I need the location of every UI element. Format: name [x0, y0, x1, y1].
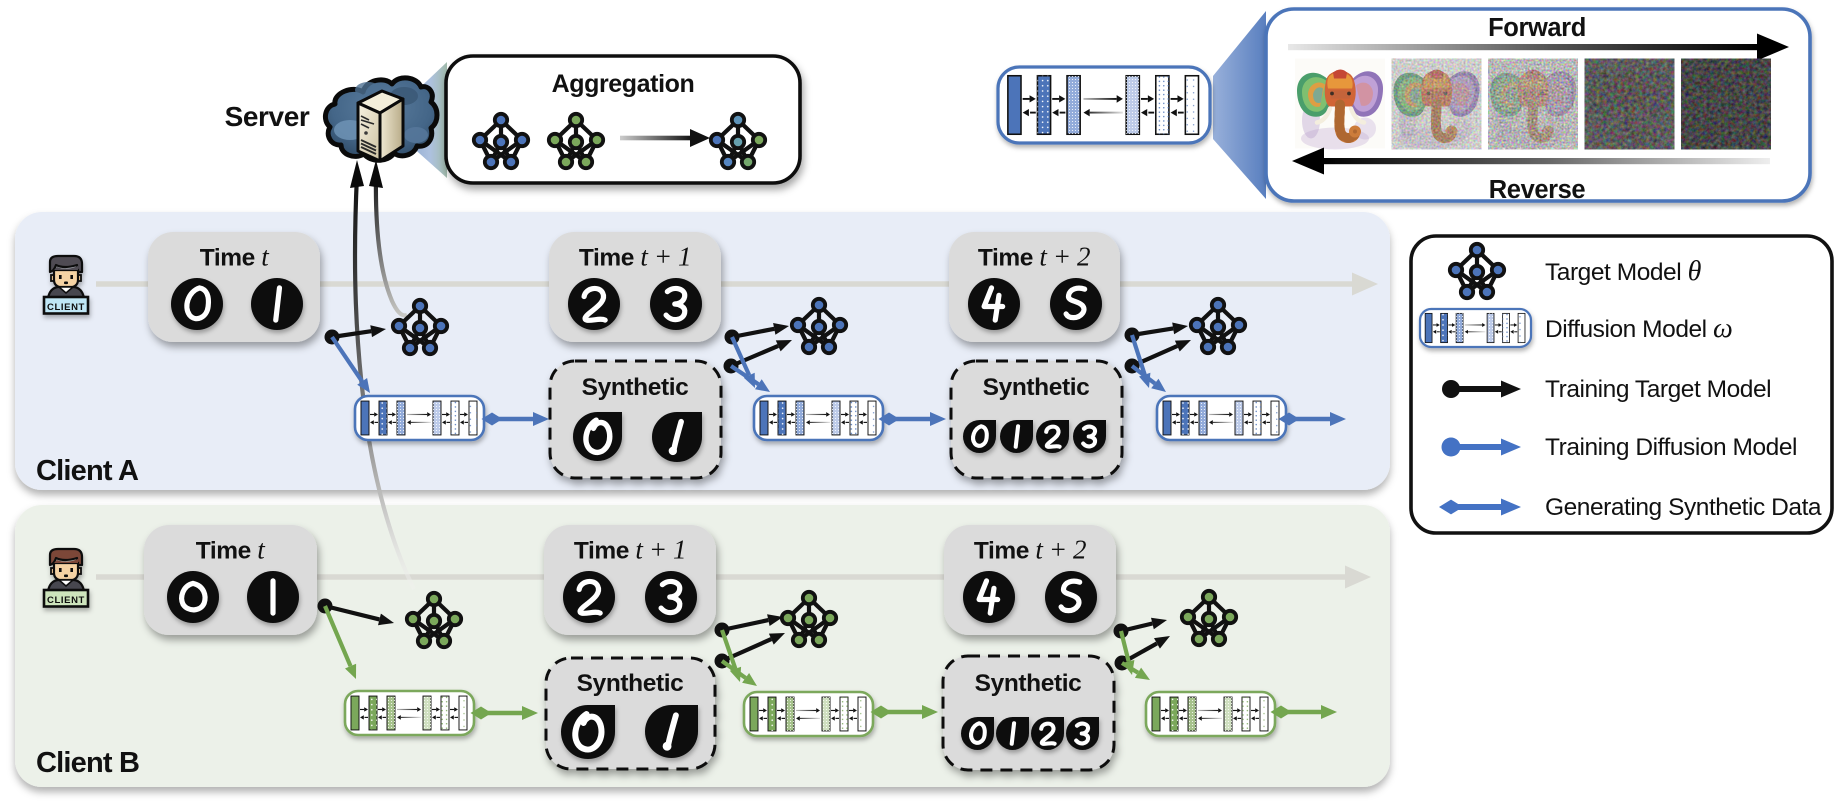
- svg-text:CLIENT: CLIENT: [47, 595, 85, 606]
- svg-text:Synthetic: Synthetic: [582, 374, 689, 401]
- svg-text:Synthetic: Synthetic: [975, 670, 1082, 697]
- svg-text:CLIENT: CLIENT: [47, 302, 85, 313]
- svg-text:Training Diffusion Model: Training Diffusion Model: [1545, 434, 1797, 461]
- svg-text:Client A: Client A: [36, 455, 139, 487]
- svg-text:Diffusion Model ω: Diffusion Model ω: [1545, 313, 1732, 344]
- svg-text:Training Target Model: Training Target Model: [1545, 376, 1771, 403]
- svg-text:Client B: Client B: [36, 747, 139, 779]
- svg-text:Time t + 2: Time t + 2: [974, 535, 1086, 565]
- svg-text:Server: Server: [225, 101, 310, 132]
- svg-text:Time t + 2: Time t + 2: [978, 242, 1090, 272]
- svg-text:Time t: Time t: [196, 535, 266, 565]
- svg-text:Time t: Time t: [200, 242, 270, 272]
- svg-text:Generating Synthetic Data: Generating Synthetic Data: [1545, 494, 1822, 521]
- svg-text:Time t + 1: Time t + 1: [579, 242, 691, 272]
- svg-text:Forward: Forward: [1488, 14, 1586, 42]
- svg-text:Synthetic: Synthetic: [983, 374, 1090, 401]
- svg-text:Reverse: Reverse: [1489, 176, 1586, 204]
- svg-text:Synthetic: Synthetic: [577, 670, 684, 697]
- svg-text:Time t + 1: Time t + 1: [574, 535, 686, 565]
- svg-text:Target Model θ: Target Model θ: [1545, 256, 1702, 287]
- svg-text:Aggregation: Aggregation: [552, 70, 695, 98]
